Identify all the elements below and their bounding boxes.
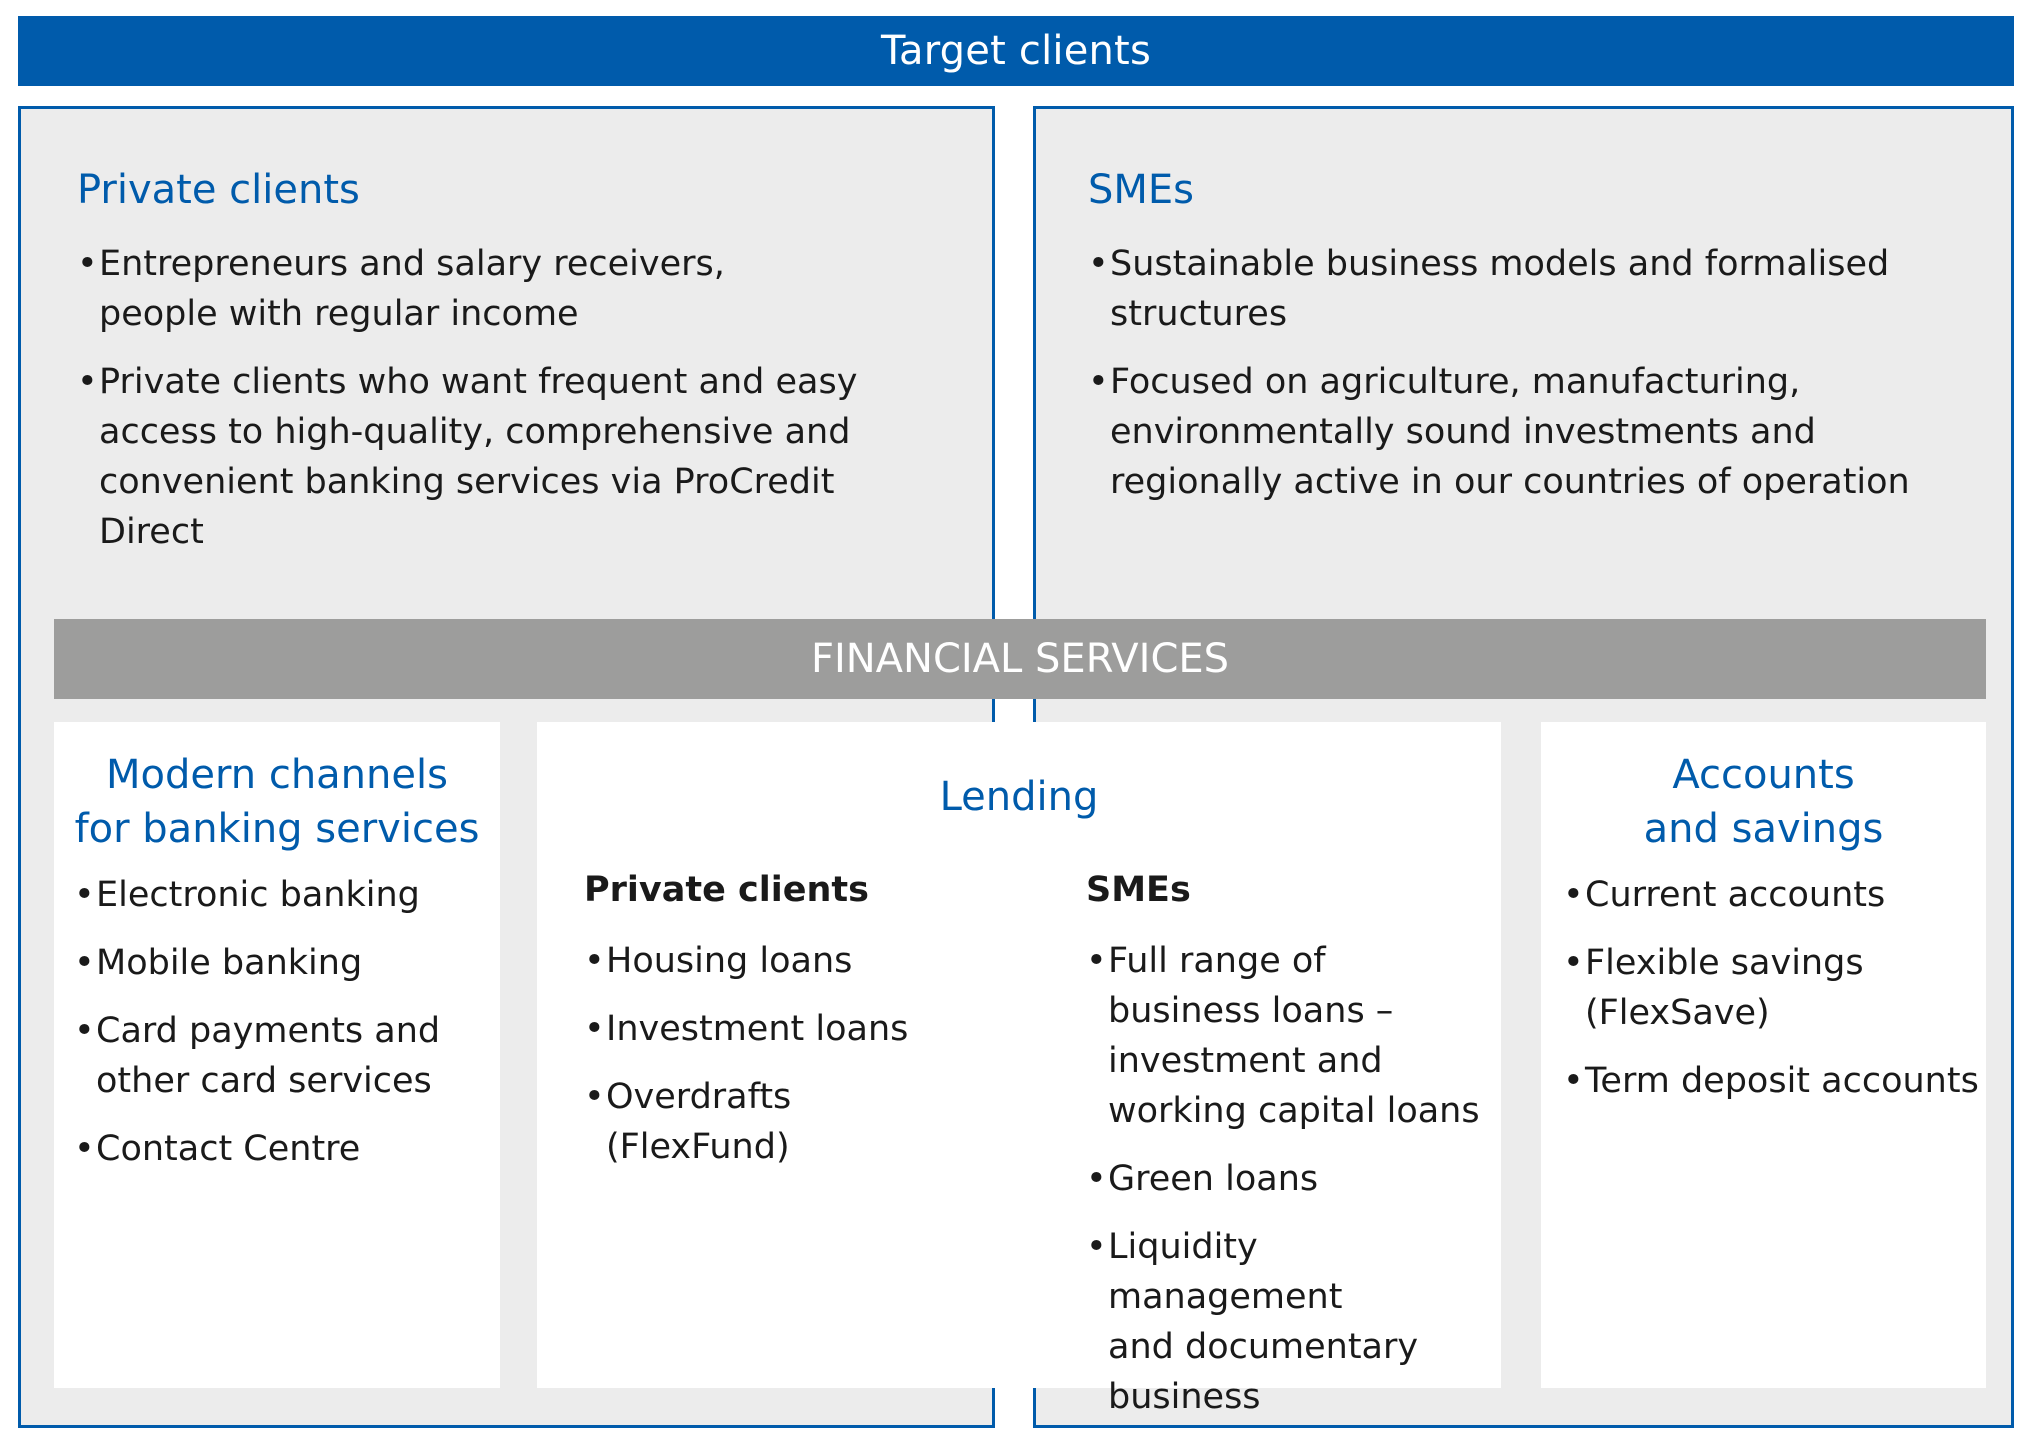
- bullet-icon: •: [584, 1077, 605, 1117]
- bullet-icon: •: [1086, 1159, 1107, 1199]
- bullet-icon: •: [1563, 875, 1584, 915]
- list-item: •Electronic banking: [74, 870, 494, 920]
- list-item: •Overdrafts (FlexFund): [584, 1072, 1024, 1172]
- target-clients-title: Target clients: [881, 28, 1151, 74]
- target-clients-header: Target clients: [18, 16, 2014, 86]
- list-item: •Housing loans: [584, 936, 1024, 986]
- lending-sme-title: SMEs: [1086, 870, 1191, 910]
- bullet-icon: •: [1088, 244, 1109, 284]
- bullet-icon: •: [77, 362, 98, 402]
- bullet-icon: •: [77, 244, 98, 284]
- list-item: •Flexible savings (FlexSave): [1563, 938, 1983, 1038]
- bullet-icon: •: [74, 875, 95, 915]
- bullet-icon: •: [74, 943, 95, 983]
- lending-private-bullets: •Housing loans •Investment loans •Overdr…: [584, 936, 1024, 1190]
- bullet-icon: •: [1563, 943, 1584, 983]
- bullet-icon: •: [74, 1129, 95, 1169]
- bullet-icon: •: [1088, 362, 1109, 402]
- lending-title: Lending: [939, 774, 1099, 820]
- bullet-icon: •: [584, 1009, 605, 1049]
- financial-services-bar: FINANCIAL SERVICES: [54, 619, 1986, 699]
- list-item: •Investment loans: [584, 1004, 1024, 1054]
- list-item: •Entrepreneurs and salary receivers, peo…: [77, 239, 937, 339]
- bullet-icon: •: [1086, 1227, 1107, 1267]
- list-item: •Term deposit accounts: [1563, 1056, 1983, 1106]
- accounts-savings-title: Accounts and savings: [1643, 752, 1884, 852]
- modern-channels-bullets: •Electronic banking •Mobile banking •Car…: [74, 870, 494, 1192]
- lending-panel: Lending Private clients •Housing loans •…: [537, 722, 1501, 1417]
- bullet-icon: •: [74, 1011, 95, 1051]
- lending-private-clients-title: Private clients: [584, 870, 869, 910]
- list-item: •Mobile banking: [74, 938, 494, 988]
- sme-bullets: •Sustainable business models and formali…: [1088, 239, 1978, 525]
- private-clients-bullets: •Entrepreneurs and salary receivers, peo…: [77, 239, 937, 575]
- list-item: •Focused on agriculture, manufacturing, …: [1088, 357, 1978, 507]
- list-item: •Full range of business loans – investme…: [1086, 936, 1496, 1136]
- list-item: •Card payments and other card services: [74, 1006, 494, 1106]
- accounts-savings-bullets: •Current accounts •Flexible savings (Fle…: [1563, 870, 1983, 1124]
- sme-title: SMEs: [1088, 167, 1195, 213]
- modern-channels-title: Modern channels for banking services: [74, 752, 480, 852]
- list-item: •Contact Centre: [74, 1124, 494, 1174]
- bullet-icon: •: [1563, 1061, 1584, 1101]
- lending-sme-bullets: •Full range of business loans – investme…: [1086, 936, 1496, 1440]
- accounts-savings-panel: Accounts and savings •Current accounts •…: [1541, 722, 1986, 1388]
- list-item: •Current accounts: [1563, 870, 1983, 920]
- list-item: •Private clients who want frequent and e…: [77, 357, 937, 557]
- financial-services-title: FINANCIAL SERVICES: [810, 636, 1230, 682]
- modern-channels-panel: Modern channels for banking services •El…: [54, 722, 500, 1388]
- bullet-icon: •: [1086, 941, 1107, 981]
- list-item: •Green loans: [1086, 1154, 1496, 1204]
- bullet-icon: •: [584, 941, 605, 981]
- private-clients-title: Private clients: [77, 167, 360, 213]
- list-item: •Liquidity management and documentary bu…: [1086, 1222, 1496, 1422]
- list-item: •Sustainable business models and formali…: [1088, 239, 1978, 339]
